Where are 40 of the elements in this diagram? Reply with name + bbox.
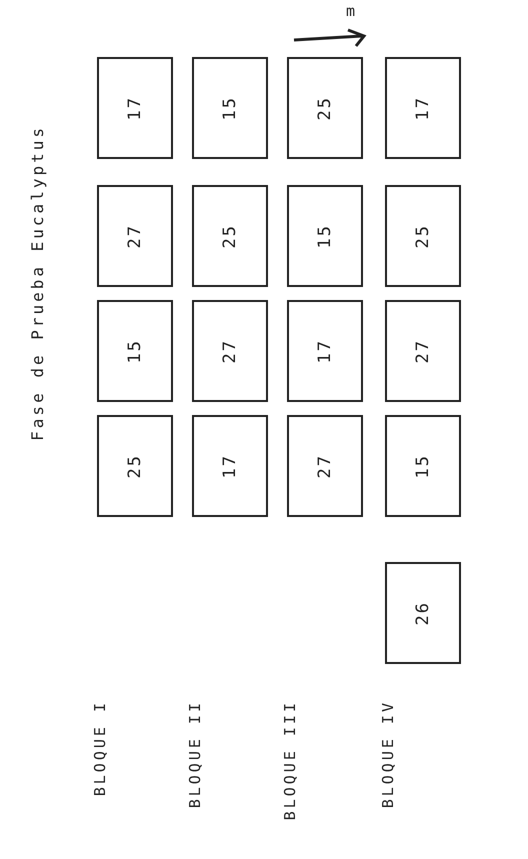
plot-number: 27 <box>125 224 145 248</box>
plot-number: 27 <box>413 338 433 364</box>
plot-box <box>192 57 268 159</box>
plot-box <box>192 185 268 287</box>
plot-number: 17 <box>125 96 145 120</box>
plot-box <box>97 57 173 159</box>
plot-number: 17 <box>413 96 433 120</box>
plot-number: 15 <box>125 338 145 364</box>
plot-box <box>385 185 461 287</box>
block-label: BLOQUE IV <box>379 700 397 808</box>
plot-number: 25 <box>220 224 240 248</box>
plot-box <box>385 57 461 159</box>
plot-box <box>385 415 461 517</box>
plot-number: 15 <box>315 224 335 248</box>
plot-box <box>287 300 363 402</box>
plot-box <box>385 562 461 664</box>
plot-number: 25 <box>413 224 433 248</box>
plot-number: 25 <box>125 454 145 478</box>
plot-box <box>287 57 363 159</box>
plot-number: 15 <box>413 454 433 478</box>
axis-label: m <box>346 2 356 20</box>
plot-box <box>385 300 461 402</box>
block-label: BLOQUE III <box>281 700 299 820</box>
plot-number: 26 <box>413 600 433 626</box>
plot-number: 27 <box>220 338 240 364</box>
plot-box <box>192 300 268 402</box>
title: Fase de Prueba Eucalyptus <box>28 125 47 441</box>
plot-box <box>192 415 268 517</box>
block-label: BLOQUE I <box>91 700 109 796</box>
plot-box <box>97 415 173 517</box>
plot-box <box>287 185 363 287</box>
plot-number: 27 <box>315 454 335 478</box>
plot-box <box>287 415 363 517</box>
plot-box <box>97 300 173 402</box>
plot-number: 15 <box>220 96 240 120</box>
plot-number: 25 <box>315 96 335 120</box>
block-label: BLOQUE II <box>186 700 204 808</box>
plot-number: 17 <box>220 454 240 478</box>
plot-box <box>97 185 173 287</box>
plot-number: 17 <box>315 338 335 364</box>
